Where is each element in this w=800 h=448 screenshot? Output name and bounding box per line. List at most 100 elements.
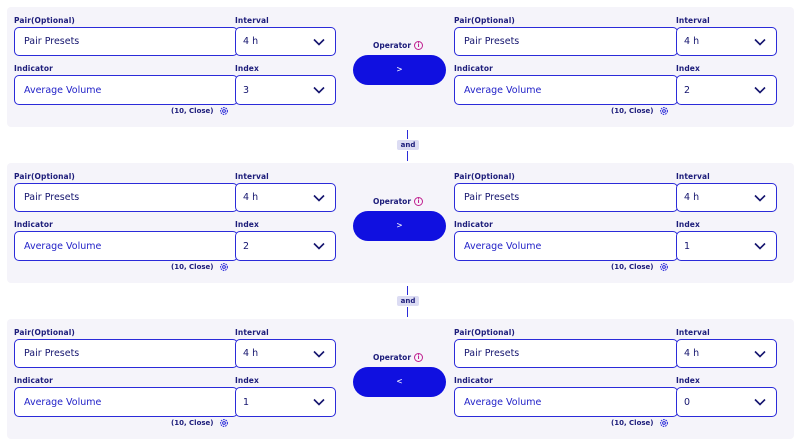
interval-value: 4 h xyxy=(684,36,700,47)
joiner-line xyxy=(407,151,408,161)
interval-label: Interval xyxy=(235,16,269,25)
info-icon[interactable]: i xyxy=(414,41,423,50)
indicator-input[interactable]: Average Volume xyxy=(454,387,678,417)
chevron-down-icon xyxy=(754,86,766,94)
pair-label: Pair(Optional) xyxy=(454,172,515,181)
info-icon[interactable]: i xyxy=(414,353,423,362)
operator-label: Operator xyxy=(373,41,412,50)
indicator-label: Indicator xyxy=(14,220,53,229)
gear-icon[interactable] xyxy=(219,106,229,116)
gear-icon[interactable] xyxy=(659,262,669,272)
chevron-down-icon xyxy=(754,242,766,250)
gear-icon[interactable] xyxy=(659,418,669,428)
operator-button[interactable]: > xyxy=(353,211,446,241)
pair-input[interactable]: Pair Presets xyxy=(454,339,678,368)
pair-label: Pair(Optional) xyxy=(14,16,75,25)
chevron-down-icon xyxy=(313,194,325,202)
index-select[interactable]: 2 xyxy=(235,231,336,261)
index-label: Index xyxy=(235,376,259,385)
operator-label: Operator xyxy=(373,353,412,362)
pair-label: Pair(Optional) xyxy=(14,172,75,181)
index-value: 1 xyxy=(243,396,250,408)
indicator-input[interactable]: Average Volume xyxy=(14,75,238,105)
joiner-and[interactable]: and xyxy=(397,296,419,306)
joiner-line xyxy=(407,130,408,139)
interval-label: Interval xyxy=(676,172,710,181)
index-label: Index xyxy=(676,64,700,73)
pair-input[interactable]: Pair Presets xyxy=(454,27,678,56)
index-label: Index xyxy=(235,64,259,73)
pair-input[interactable]: Pair Presets xyxy=(14,183,238,212)
gear-icon[interactable] xyxy=(219,262,229,272)
index-select[interactable]: 1 xyxy=(676,231,777,261)
index-select[interactable]: 1 xyxy=(235,387,336,417)
interval-select[interactable]: 4 h xyxy=(676,339,777,368)
chevron-down-icon xyxy=(313,350,325,358)
pair-input[interactable]: Pair Presets xyxy=(14,339,238,368)
indicator-input[interactable]: Average Volume xyxy=(14,231,238,261)
index-label: Index xyxy=(235,220,259,229)
interval-select[interactable]: 4 h xyxy=(235,339,336,368)
chevron-down-icon xyxy=(313,242,325,250)
index-value: 0 xyxy=(684,396,691,408)
interval-label: Interval xyxy=(676,328,710,337)
condition-row: Pair(Optional) Pair Presets Interval 4 h… xyxy=(7,319,794,439)
index-value: 1 xyxy=(684,240,691,252)
interval-value: 4 h xyxy=(243,348,259,359)
joiner-line xyxy=(407,307,408,317)
operator-button[interactable]: < xyxy=(353,367,446,397)
chevron-down-icon xyxy=(313,38,325,46)
joiner-line xyxy=(407,286,408,295)
indicator-label: Indicator xyxy=(454,376,493,385)
pair-input[interactable]: Pair Presets xyxy=(454,183,678,212)
operator-button[interactable]: > xyxy=(353,55,446,85)
index-value: 2 xyxy=(243,240,250,252)
gear-icon[interactable] xyxy=(219,418,229,428)
interval-label: Interval xyxy=(235,172,269,181)
indicator-params: (10, Close) xyxy=(171,419,214,427)
indicator-params: (10, Close) xyxy=(611,419,654,427)
pair-label: Pair(Optional) xyxy=(14,328,75,337)
indicator-label: Indicator xyxy=(454,220,493,229)
indicator-input[interactable]: Average Volume xyxy=(454,231,678,261)
info-icon[interactable]: i xyxy=(414,197,423,206)
chevron-down-icon xyxy=(754,398,766,406)
interval-select[interactable]: 4 h xyxy=(676,27,777,56)
chevron-down-icon xyxy=(313,86,325,94)
index-select[interactable]: 2 xyxy=(676,75,777,105)
interval-label: Interval xyxy=(676,16,710,25)
interval-select[interactable]: 4 h xyxy=(676,183,777,212)
chevron-down-icon xyxy=(754,38,766,46)
interval-value: 4 h xyxy=(684,348,700,359)
indicator-params: (10, Close) xyxy=(171,263,214,271)
condition-row: Pair(Optional) Pair Presets Interval 4 h… xyxy=(7,7,794,127)
interval-select[interactable]: 4 h xyxy=(235,27,336,56)
index-value: 3 xyxy=(243,84,250,96)
indicator-params: (10, Close) xyxy=(611,263,654,271)
condition-row: Pair(Optional) Pair Presets Interval 4 h… xyxy=(7,163,794,283)
index-select[interactable]: 0 xyxy=(676,387,777,417)
index-label: Index xyxy=(676,376,700,385)
indicator-input[interactable]: Average Volume xyxy=(14,387,238,417)
indicator-params: (10, Close) xyxy=(171,107,214,115)
indicator-label: Indicator xyxy=(14,376,53,385)
indicator-label: Indicator xyxy=(14,64,53,73)
joiner-and[interactable]: and xyxy=(397,140,419,150)
index-value: 2 xyxy=(684,84,691,96)
indicator-input[interactable]: Average Volume xyxy=(454,75,678,105)
interval-value: 4 h xyxy=(243,36,259,47)
gear-icon[interactable] xyxy=(659,106,669,116)
indicator-label: Indicator xyxy=(454,64,493,73)
interval-label: Interval xyxy=(235,328,269,337)
chevron-down-icon xyxy=(754,350,766,358)
pair-input[interactable]: Pair Presets xyxy=(14,27,238,56)
chevron-down-icon xyxy=(313,398,325,406)
interval-value: 4 h xyxy=(243,192,259,203)
operator-label: Operator xyxy=(373,197,412,206)
index-select[interactable]: 3 xyxy=(235,75,336,105)
interval-value: 4 h xyxy=(684,192,700,203)
pair-label: Pair(Optional) xyxy=(454,328,515,337)
indicator-params: (10, Close) xyxy=(611,107,654,115)
index-label: Index xyxy=(676,220,700,229)
interval-select[interactable]: 4 h xyxy=(235,183,336,212)
